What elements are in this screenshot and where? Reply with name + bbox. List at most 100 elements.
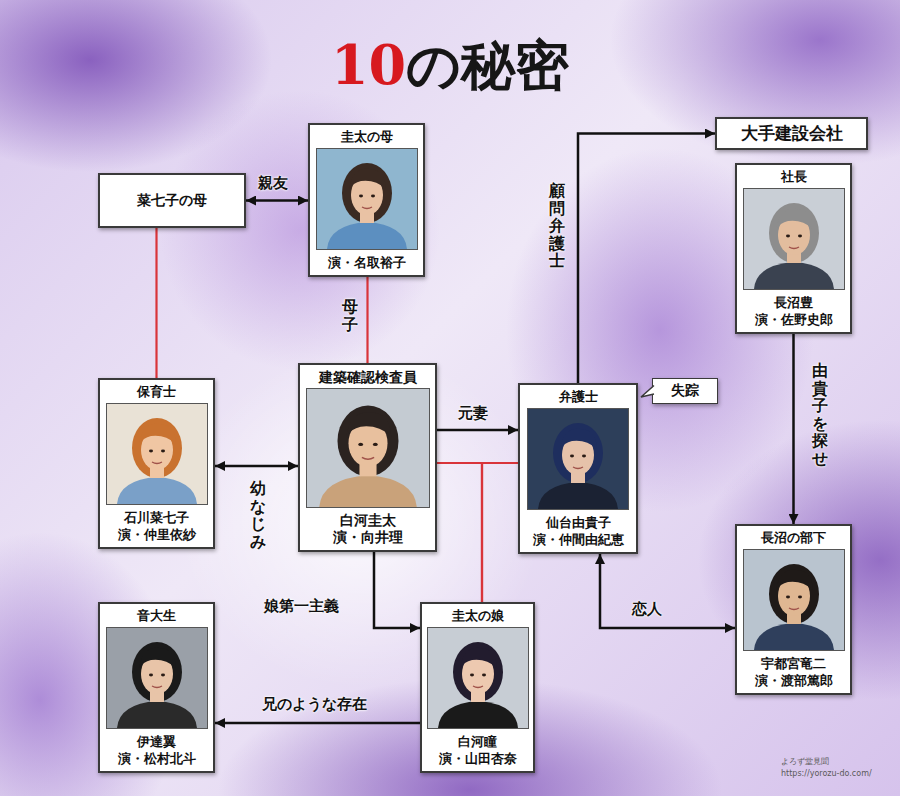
edge-label: 親友 (258, 174, 288, 192)
node-heading: 社長 (741, 168, 846, 186)
node-heading: 保育士 (104, 383, 209, 401)
portrait-shape (776, 209, 813, 229)
edge-label: 幼なじみ (250, 480, 266, 550)
actor-name: 演・名取裕子 (314, 254, 419, 271)
portrait-frame (427, 627, 529, 729)
actor-name: 白河圭太 演・向井理 (304, 512, 431, 546)
family-line (437, 463, 482, 602)
node-heading: 長沼の部下 (741, 529, 846, 547)
portrait-shape (560, 429, 597, 449)
portrait-shape (132, 418, 182, 478)
portrait-shape (149, 674, 153, 677)
portrait-shape (786, 596, 790, 599)
portrait-shape (132, 642, 182, 702)
portrait-shape (139, 648, 176, 668)
portrait-shape (161, 674, 165, 677)
portrait-shape (349, 169, 386, 189)
actor-name: 宇都宮竜二 演・渡部篤郎 (741, 655, 846, 689)
node-heading: 大手建設会社 (741, 123, 843, 144)
portrait-shape (428, 628, 528, 728)
portrait-frame (527, 408, 629, 510)
portrait-shape (754, 262, 834, 289)
portrait-shape (152, 462, 162, 464)
portrait-shape (582, 455, 586, 458)
portrait-illustration (107, 628, 207, 728)
actor-name: 仙台由貴子 演・仲間由紀恵 (524, 514, 632, 548)
portrait-shape (789, 608, 799, 610)
portrait-shape (573, 467, 583, 469)
character-card: 音大生伊達翼 演・松村北斗 (98, 602, 215, 773)
relation-arrow (600, 554, 735, 628)
watermark: よろず堂見聞 (781, 757, 829, 767)
portrait-shape (528, 409, 628, 509)
relation-arrow (437, 429, 518, 432)
portrait-shape (744, 550, 844, 650)
portrait-shape (358, 443, 363, 446)
edge-label: 元妻 (458, 404, 488, 422)
character-card: 長沼の部下宇都宮竜二 演・渡部篤郎 (735, 524, 852, 695)
portrait-shape (317, 149, 417, 249)
portrait-shape (161, 450, 165, 453)
node-heading: 失踪 (671, 382, 699, 400)
portrait-illustration (744, 550, 844, 650)
edge-label: 顧問弁護士 (549, 182, 565, 270)
portrait-shape (117, 701, 197, 728)
node-heading: 音大生 (104, 607, 209, 625)
edge-label: 恋人 (632, 600, 662, 618)
portrait-shape (769, 203, 819, 263)
portrait-shape (342, 163, 392, 223)
portrait-shape (117, 477, 197, 504)
portrait-frame (106, 403, 208, 505)
edge-label: 兄のような存在 (262, 695, 367, 713)
character-card: 建築確認検査員白河圭太 演・向井理 (298, 363, 437, 552)
portrait-illustration (107, 404, 207, 504)
relation-arrow (246, 199, 308, 202)
portrait-illustration (307, 389, 429, 507)
family-line (155, 228, 157, 378)
portrait-shape (470, 674, 474, 677)
family-line (482, 463, 518, 602)
portrait-shape (460, 648, 497, 668)
portrait-shape (107, 628, 207, 728)
portrait-frame (316, 148, 418, 250)
portrait-shape (139, 424, 176, 444)
portrait-shape (786, 235, 790, 238)
edge-label: 母子 (342, 298, 358, 333)
character-card: 弁護士仙台由貴子 演・仲間由紀恵 (518, 383, 638, 554)
name-box: 菜七子の母 (98, 173, 246, 228)
actor-name: 伊達翼 演・松村北斗 (104, 733, 209, 767)
portrait-shape (152, 686, 162, 688)
portrait-shape (482, 674, 486, 677)
actor-name: 石川菜七子 演・仲里依紗 (104, 509, 209, 543)
portrait-shape (744, 189, 844, 289)
callout-bubble: 失踪 (652, 378, 718, 404)
portrait-shape (438, 701, 518, 728)
portrait-shape (769, 564, 819, 624)
portrait-shape (754, 623, 834, 650)
portrait-frame (106, 627, 208, 729)
edge-label: 娘第一主義 (264, 597, 339, 615)
portrait-frame (743, 188, 845, 290)
portrait-shape (346, 412, 391, 436)
portrait-shape (359, 195, 363, 198)
portrait-shape (362, 207, 372, 209)
family-line (366, 277, 368, 363)
portrait-shape (372, 443, 377, 446)
relation-arrow (578, 134, 715, 384)
node-heading: 弁護士 (524, 388, 632, 406)
relation-arrow (215, 722, 420, 725)
character-card: 社長長沼豊 演・佐野史郎 (735, 163, 852, 334)
relation-arrow (215, 465, 298, 468)
portrait-shape (319, 475, 417, 507)
callout-tail (640, 384, 655, 400)
portrait-shape (307, 389, 429, 507)
portrait-shape (361, 457, 373, 459)
portrait-shape (570, 455, 574, 458)
portrait-illustration (744, 189, 844, 289)
node-heading: 圭太の娘 (426, 607, 529, 625)
portrait-shape (453, 642, 503, 702)
callout-tail-edge (641, 386, 654, 398)
portrait-shape (776, 570, 813, 590)
portrait-shape (371, 195, 375, 198)
